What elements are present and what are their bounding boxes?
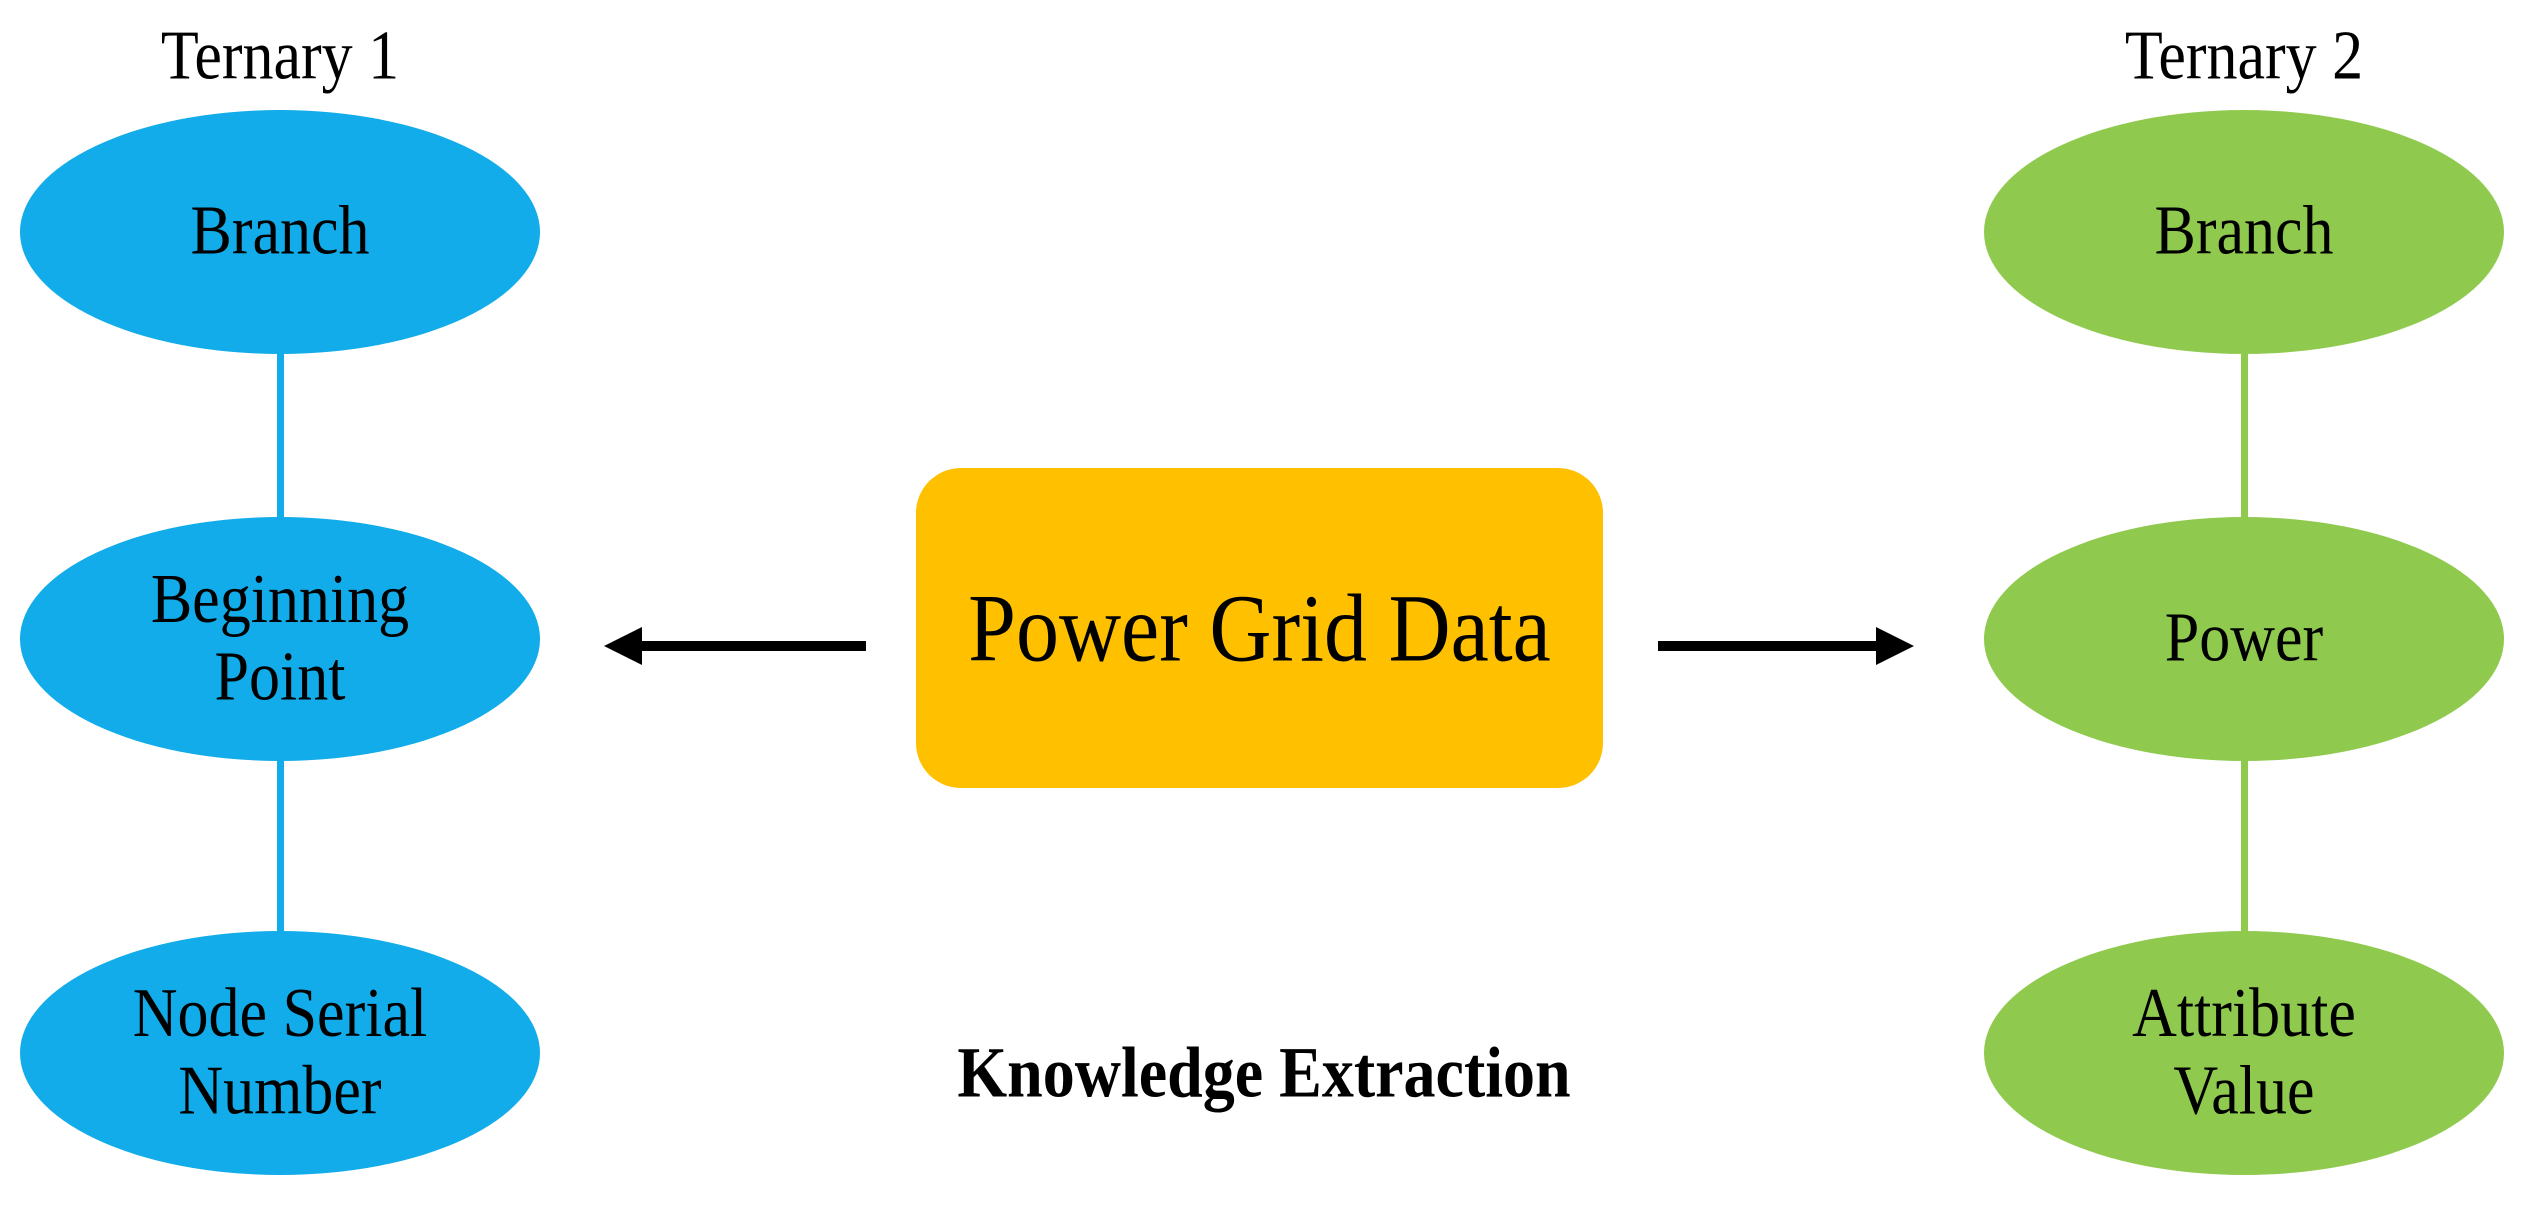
ternary1-title-text: Ternary 1 bbox=[160, 17, 400, 94]
node-ellipse-attribute-value: Attribute Value bbox=[1984, 931, 2504, 1175]
connector-line-left-2 bbox=[277, 759, 284, 933]
node-label-branch-left: Branch bbox=[190, 193, 370, 270]
connector-line-right-2 bbox=[2241, 759, 2248, 933]
node-ellipse-beginning-point: Beginning Point bbox=[20, 517, 540, 761]
right-arrowhead-icon bbox=[1876, 627, 1914, 665]
ternary2-title-text: Ternary 2 bbox=[2124, 17, 2364, 94]
left-arrow-shaft bbox=[636, 641, 866, 651]
node-label-attribute-value: Attribute Value bbox=[2132, 975, 2356, 1130]
ternary2-title: Ternary 2 bbox=[1984, 10, 2504, 102]
connector-line-left-1 bbox=[277, 352, 284, 519]
node-label-branch-right: Branch bbox=[2154, 193, 2334, 270]
node-ellipse-branch-left: Branch bbox=[20, 110, 540, 354]
power-grid-data-box: Power Grid Data bbox=[916, 468, 1603, 788]
node-label-node-serial-number: Node Serial Number bbox=[132, 975, 428, 1130]
node-ellipse-power: Power bbox=[1984, 517, 2504, 761]
connector-line-right-1 bbox=[2241, 352, 2248, 519]
node-ellipse-branch-right: Branch bbox=[1984, 110, 2504, 354]
knowledge-extraction-caption-text: Knowledge Extraction bbox=[957, 1032, 1571, 1113]
right-arrow-shaft bbox=[1658, 641, 1880, 651]
node-label-power: Power bbox=[2164, 600, 2324, 677]
power-grid-data-label: Power Grid Data bbox=[968, 574, 1551, 682]
node-label-beginning-point: Beginning Point bbox=[150, 561, 410, 716]
knowledge-extraction-caption: Knowledge Extraction bbox=[914, 1032, 1614, 1113]
ternary1-title: Ternary 1 bbox=[20, 10, 540, 102]
node-ellipse-node-serial-number: Node Serial Number bbox=[20, 931, 540, 1175]
